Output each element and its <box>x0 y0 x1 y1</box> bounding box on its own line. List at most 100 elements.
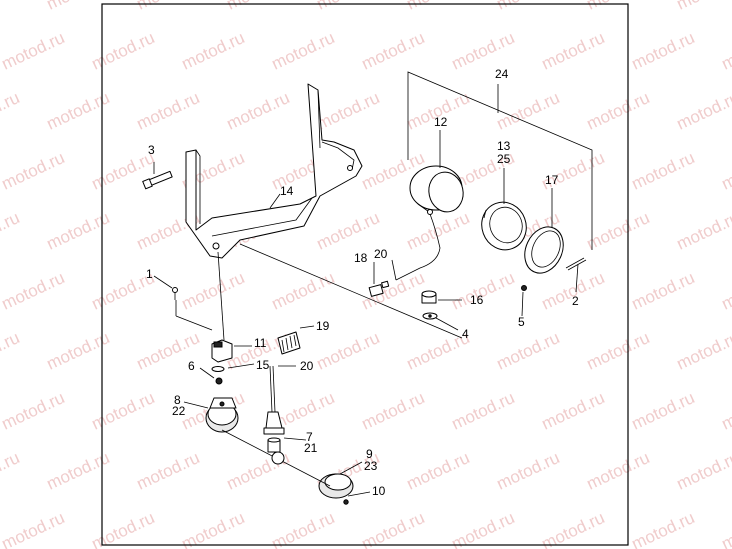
screw-10 <box>343 499 349 505</box>
assembly-bracket-24 <box>407 71 593 250</box>
boot-7 <box>267 437 281 453</box>
watermark-text: motod.ru <box>494 328 563 374</box>
screw-5 <box>521 285 527 291</box>
diagram-frame <box>101 3 629 546</box>
watermark-text: motod.ru <box>89 28 158 74</box>
watermark-text: motod.ru <box>674 208 732 254</box>
watermark-text: motod.ru <box>674 448 732 494</box>
callout-9: 9 <box>366 447 373 461</box>
callout-13: 13 <box>497 139 511 153</box>
watermark-text: motod.ru <box>179 508 248 549</box>
watermark-text: motod.ru <box>719 388 732 434</box>
connector-block-19 <box>277 331 301 355</box>
watermark-text: motod.ru <box>584 448 653 494</box>
callout-2: 2 <box>572 294 579 308</box>
washer-4 <box>422 312 438 320</box>
watermark-text: motod.ru <box>314 0 383 14</box>
watermark-text: motod.ru <box>269 268 338 314</box>
watermark-text: motod.ru <box>449 508 518 549</box>
callout-20-top: 20 <box>374 247 388 261</box>
callout-21: 21 <box>304 441 318 455</box>
watermark-text: motod.ru <box>0 268 67 314</box>
screw-1 <box>172 287 178 300</box>
watermark-text: motod.ru <box>359 268 428 314</box>
screw-2 <box>565 257 587 271</box>
watermark-text: motod.ru <box>359 508 428 549</box>
watermark-text: motod.ru <box>224 0 293 14</box>
watermark-text: motod.ru <box>494 0 563 14</box>
watermark-text: motod.ru <box>539 28 608 74</box>
callout-10: 10 <box>372 484 386 498</box>
watermark-text: motod.ru <box>0 208 22 254</box>
sealed-beam-lamp <box>481 201 527 251</box>
callout-3: 3 <box>148 143 155 157</box>
watermark-text: motod.ru <box>134 88 203 134</box>
mounting-bracket <box>185 83 363 259</box>
callout-25: 25 <box>497 152 511 166</box>
callout-6: 6 <box>188 359 195 373</box>
callout-22: 22 <box>172 404 186 418</box>
watermark-text: motod.ru <box>179 268 248 314</box>
watermark-text: motod.ru <box>224 88 293 134</box>
callout-18: 18 <box>354 251 368 265</box>
watermark-text: motod.ru <box>0 88 22 134</box>
callout-19: 19 <box>316 319 330 333</box>
watermark-text: motod.ru <box>629 28 698 74</box>
callout-7: 7 <box>306 430 313 444</box>
watermark-text: motod.ru <box>584 328 653 374</box>
watermark-text: motod.ru <box>584 0 653 14</box>
washer-15 <box>211 366 225 372</box>
callout-5: 5 <box>518 315 525 329</box>
watermark-text: motod.ru <box>674 328 732 374</box>
callout-20-bottom: 20 <box>300 359 314 373</box>
callout-15: 15 <box>256 358 270 372</box>
watermark-text: motod.ru <box>134 0 203 14</box>
watermark-text: motod.ru <box>719 268 732 314</box>
watermark-text: motod.ru <box>0 0 22 14</box>
callout-23: 23 <box>364 459 378 473</box>
watermark-text: motod.ru <box>0 28 67 74</box>
callout-11: 11 <box>254 336 267 350</box>
callout-24: 24 <box>495 67 509 81</box>
watermark-text: motod.ru <box>404 208 473 254</box>
watermark-text: motod.ru <box>539 388 608 434</box>
watermark-text: motod.ru <box>584 88 653 134</box>
watermark-text: motod.ru <box>0 388 67 434</box>
watermark-text: motod.ru <box>719 28 732 74</box>
watermark-text: motod.ru <box>0 148 67 194</box>
watermark-text: motod.ru <box>404 448 473 494</box>
callout-4: 4 <box>462 327 469 341</box>
watermark-text: motod.ru <box>0 328 22 374</box>
watermark-text: motod.ru <box>359 28 428 74</box>
callout-14: 14 <box>280 184 294 198</box>
callout-8: 8 <box>174 393 181 407</box>
watermark-text: motod.ru <box>674 88 732 134</box>
watermark-text: motod.ru <box>314 88 383 134</box>
stud-20 <box>263 365 285 435</box>
watermark-text: motod.ru <box>314 328 383 374</box>
callout-labels: 3 14 24 12 13 25 17 20 18 2 16 5 4 1 19 … <box>146 67 579 498</box>
watermark-text: motod.ru <box>629 508 698 549</box>
watermark-text: motod.ru <box>179 28 248 74</box>
watermark-text: motod.ru <box>89 508 158 549</box>
lamp-housing <box>395 165 464 281</box>
watermark-text: motod.ru <box>269 28 338 74</box>
callout-17: 17 <box>545 173 559 187</box>
watermark-text: motod.ru <box>314 208 383 254</box>
watermark-text: motod.ru <box>89 388 158 434</box>
watermark-text: motod.ru <box>449 388 518 434</box>
callout-1: 1 <box>146 267 153 281</box>
watermark-text: motod.ru <box>539 508 608 549</box>
watermark-text: motod.ru <box>0 448 22 494</box>
watermark-text: motod.ru <box>629 148 698 194</box>
clamp-bracket-11 <box>211 339 233 363</box>
watermark-text: motod.ru <box>494 88 563 134</box>
connector-18 <box>368 280 390 297</box>
watermark-text: motod.ru <box>674 0 732 14</box>
cap-9 <box>318 473 354 499</box>
watermark-text: motod.ru <box>134 448 203 494</box>
assembly-lines <box>175 243 463 487</box>
watermark-text: motod.ru <box>494 448 563 494</box>
spacer-16 <box>421 290 437 304</box>
